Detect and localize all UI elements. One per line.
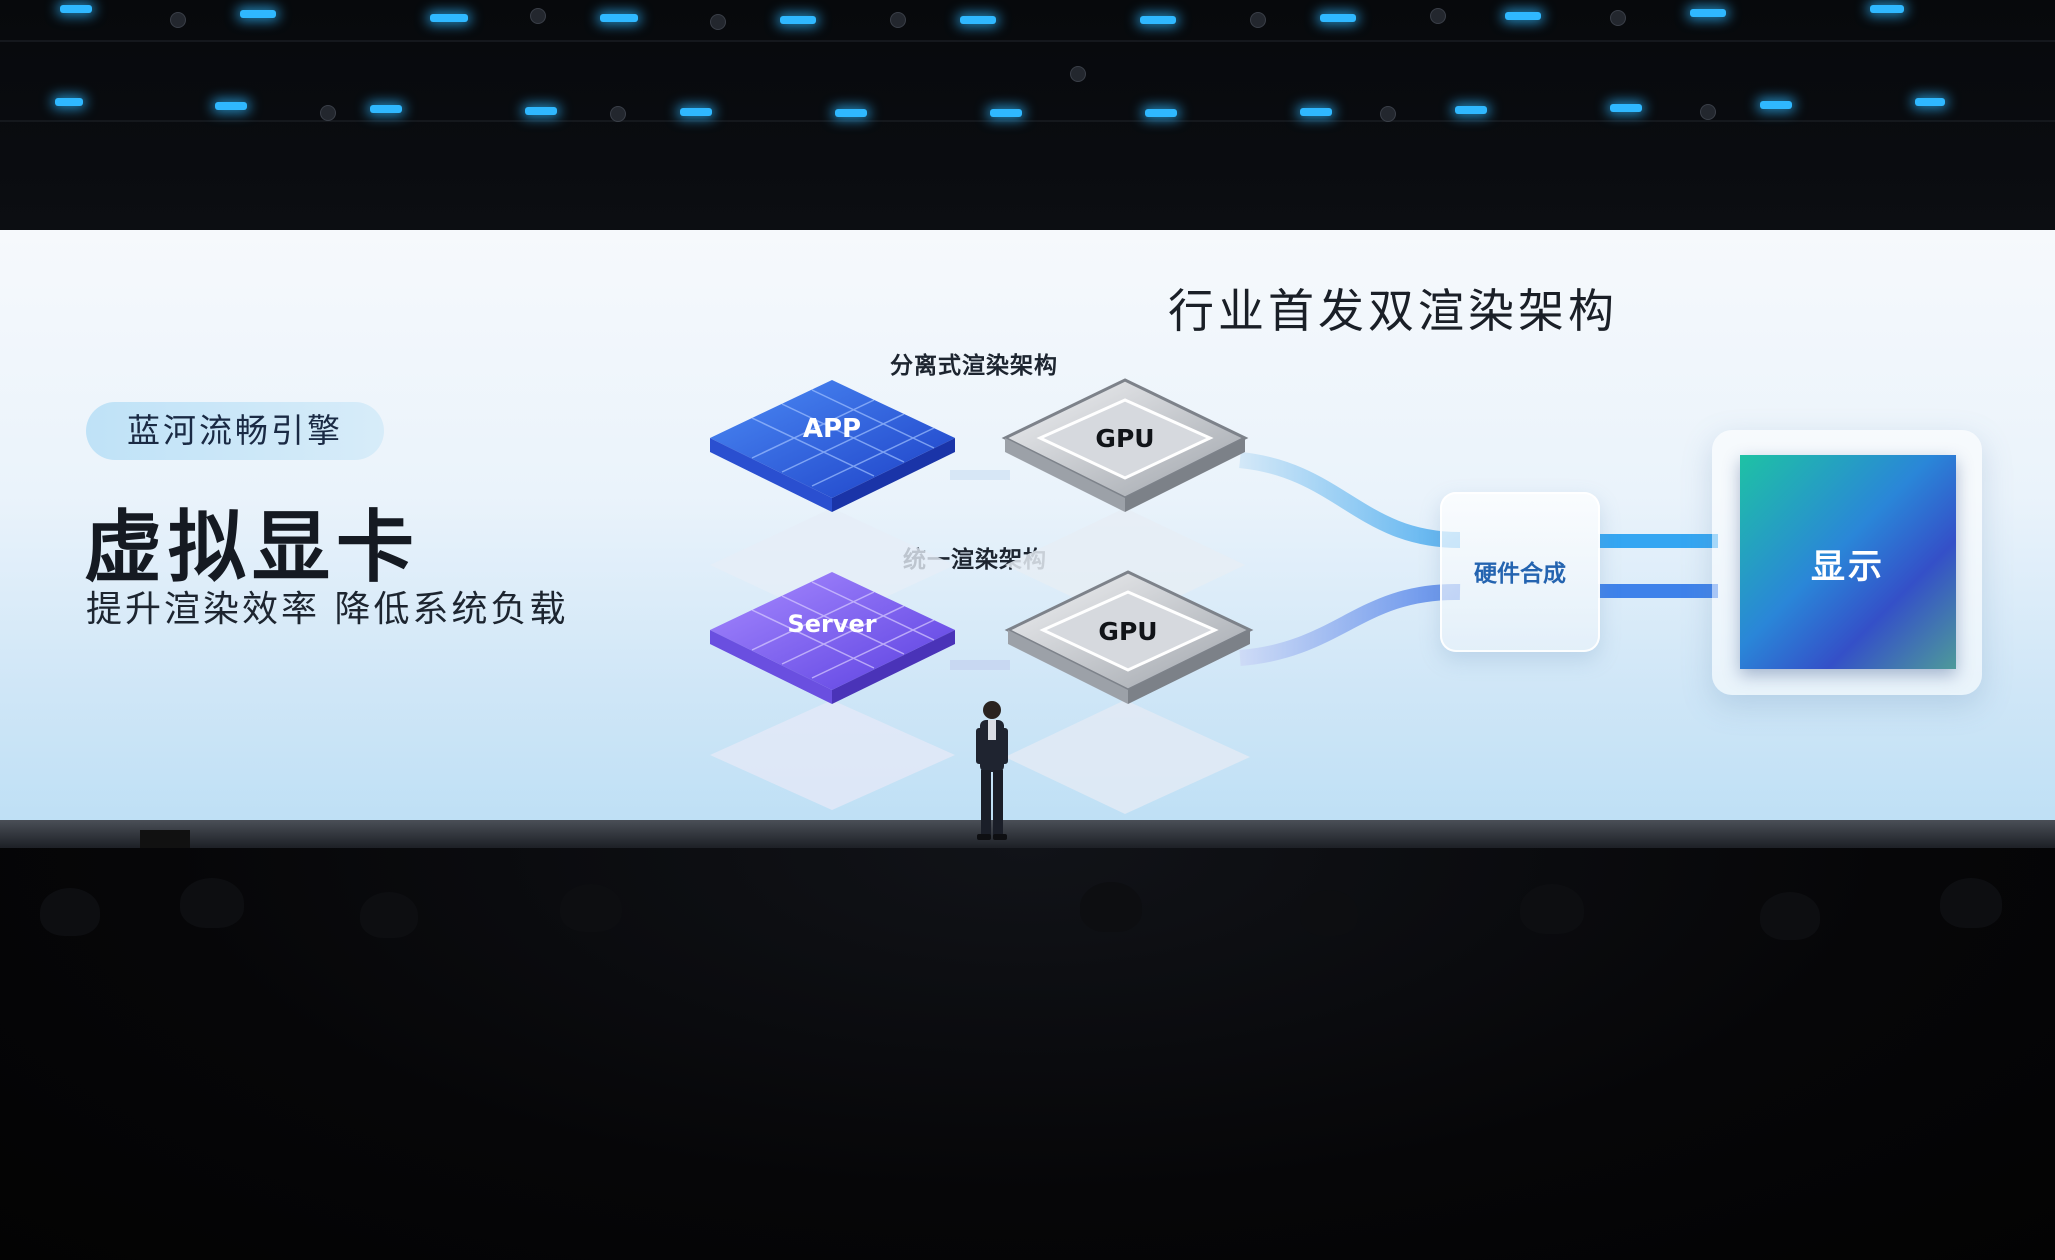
app-chip-label: APP bbox=[803, 414, 861, 444]
server-chip: Server bbox=[710, 572, 955, 810]
app-chip-top bbox=[710, 380, 955, 498]
split-render-label: 分离式渲染架构 bbox=[890, 353, 1058, 379]
presenter-figure bbox=[976, 701, 1008, 840]
app-chip: APP bbox=[710, 380, 955, 622]
connector bbox=[950, 470, 1010, 480]
spotlight bbox=[710, 14, 726, 30]
stage-light bbox=[780, 16, 816, 24]
truss bbox=[0, 40, 2055, 42]
stage-light bbox=[215, 102, 247, 110]
spotlight bbox=[1430, 8, 1446, 24]
presentation-screen: 蓝河流畅引擎 虚拟显卡 提升渲染效率 降低系统负载 行业首发双渲染架构 分离式渲… bbox=[0, 230, 2055, 820]
stage-light bbox=[525, 107, 557, 115]
stage-light bbox=[1870, 5, 1904, 13]
stage-light bbox=[1140, 16, 1176, 24]
audience-head bbox=[40, 888, 100, 936]
stage-light bbox=[680, 108, 712, 116]
server-chip-top bbox=[710, 572, 955, 690]
audience-head bbox=[560, 884, 622, 932]
stage-light bbox=[1690, 9, 1726, 17]
flow-line-top bbox=[1239, 452, 1461, 548]
ceiling bbox=[0, 0, 2055, 230]
render-architecture-diagram: APP Server GPU bbox=[710, 378, 1718, 814]
stage-light bbox=[990, 109, 1022, 117]
hardware-composition-box: 硬件合成 bbox=[1440, 492, 1600, 652]
gpu-label-bottom: GPU bbox=[1098, 617, 1157, 646]
hardware-composition-label: 硬件合成 bbox=[1474, 561, 1566, 587]
audience-head bbox=[180, 878, 244, 928]
stage-light bbox=[835, 109, 867, 117]
stage-light bbox=[1320, 14, 1356, 22]
stage-light bbox=[430, 14, 468, 22]
stage-light bbox=[960, 16, 996, 24]
stage-light bbox=[370, 105, 402, 113]
diagram-heading: 行业首发双渲染架构 bbox=[1168, 284, 1618, 338]
spotlight bbox=[1250, 12, 1266, 28]
stage-light bbox=[1145, 109, 1177, 117]
flow-line-to-display bbox=[1598, 534, 1718, 548]
stage-light bbox=[1760, 101, 1792, 109]
slide-subtitle: 提升渲染效率 降低系统负载 bbox=[86, 589, 569, 630]
spotlight bbox=[170, 12, 186, 28]
spotlight bbox=[1070, 66, 1086, 82]
audience-area bbox=[0, 848, 2055, 1260]
stage-floor bbox=[0, 820, 2055, 848]
flow-line-bottom bbox=[1239, 583, 1461, 666]
stage-light bbox=[1455, 106, 1487, 114]
stage-light bbox=[1300, 108, 1332, 116]
spotlight bbox=[610, 106, 626, 122]
spotlight bbox=[320, 105, 336, 121]
stage-light bbox=[60, 5, 92, 13]
gpu-label-top: GPU bbox=[1095, 424, 1154, 453]
stage-light bbox=[1915, 98, 1945, 106]
audience-head bbox=[1300, 890, 1358, 936]
stage-equipment bbox=[140, 830, 190, 850]
audience-head bbox=[1940, 878, 2002, 928]
stage-light bbox=[240, 10, 276, 18]
spotlight bbox=[1380, 106, 1396, 122]
audience-head bbox=[360, 892, 418, 938]
audience-head bbox=[1760, 892, 1820, 940]
engine-badge: 蓝河流畅引擎 bbox=[86, 402, 384, 460]
display-label: 显示 bbox=[1811, 547, 1885, 587]
flow-line-to-display bbox=[1598, 584, 1718, 598]
audience-head bbox=[1080, 882, 1142, 932]
stage-light bbox=[1505, 12, 1541, 20]
stage-light bbox=[1610, 104, 1642, 112]
spotlight bbox=[890, 12, 906, 28]
audience-head bbox=[1520, 884, 1584, 934]
stage-light bbox=[55, 98, 83, 106]
slide-title: 虚拟显卡 bbox=[84, 503, 421, 593]
gpu-chip-bottom: GPU bbox=[1004, 570, 1254, 814]
spotlight bbox=[1610, 10, 1626, 26]
spotlight bbox=[530, 8, 546, 24]
server-chip-label: Server bbox=[787, 610, 876, 638]
connector bbox=[950, 660, 1010, 670]
stage-light bbox=[600, 14, 638, 22]
truss bbox=[0, 120, 2055, 122]
spotlight bbox=[1700, 104, 1716, 120]
gpu-chip-top: GPU bbox=[1001, 378, 1249, 622]
display-panel: 显示 bbox=[1740, 455, 1956, 669]
